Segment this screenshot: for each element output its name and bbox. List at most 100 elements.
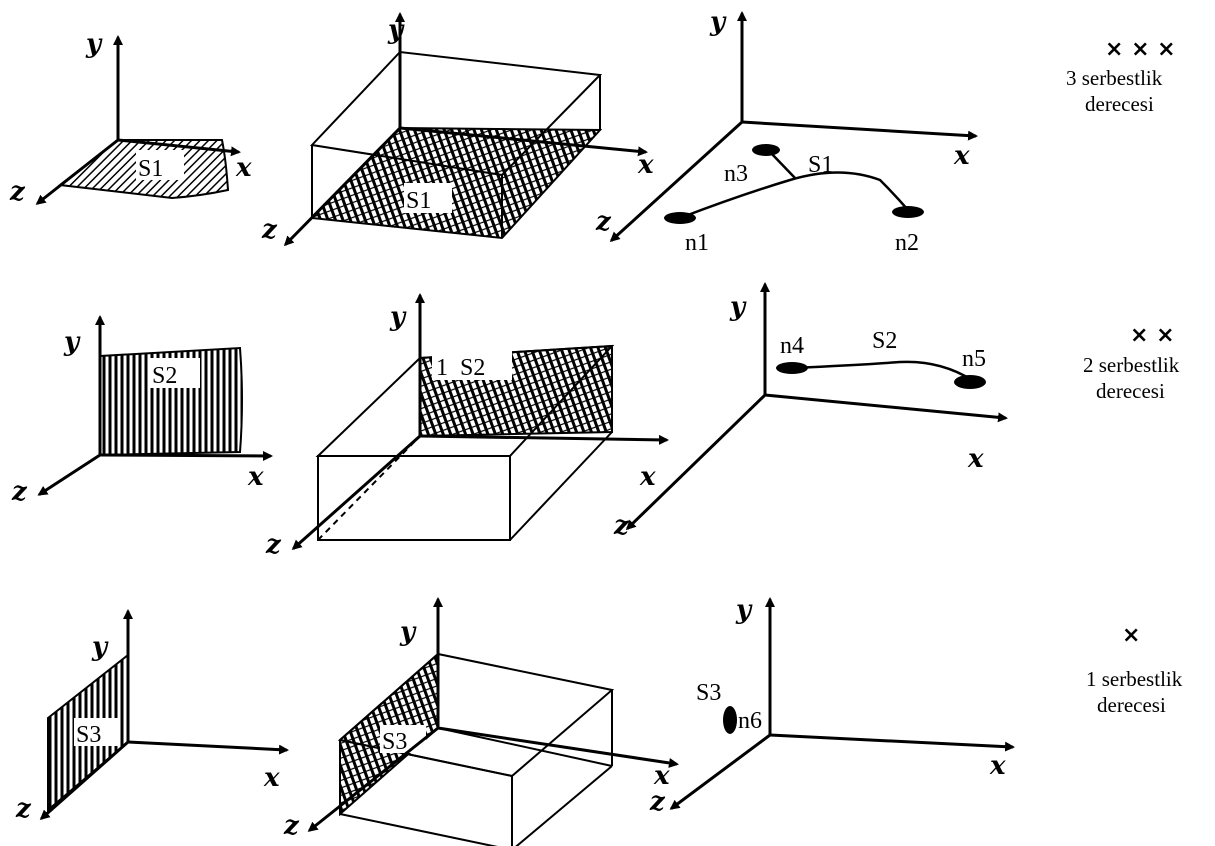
z-axis-label: z <box>649 787 666 817</box>
x-axis-label: x <box>247 462 264 492</box>
z-axis <box>625 393 767 531</box>
three-dof-caption-line1: 3 serbestlik <box>1066 66 1163 90</box>
y-axis-label: y <box>85 29 103 59</box>
x-axis <box>740 120 978 141</box>
box-front-face <box>317 455 511 541</box>
y-axis-label: y <box>387 15 405 45</box>
x-axis-label: x <box>263 763 280 793</box>
s3-box-label-bg <box>380 725 426 753</box>
z-axis <box>35 138 120 205</box>
row3-box-panel: S3 y x z <box>283 597 679 846</box>
x-axis-label: x <box>953 141 970 171</box>
y-axis-label: y <box>709 7 727 37</box>
row1-nodes-panel: y x z n1 n2 n3 S1 <box>595 7 978 256</box>
s2-label-bg <box>150 358 200 388</box>
z-axis <box>609 120 744 243</box>
z-axis-label: z <box>11 477 28 507</box>
s1-label: S1 <box>138 156 163 182</box>
z-axis-label: z <box>9 177 26 207</box>
z-axis <box>37 453 102 496</box>
s2-vertical-surface <box>99 346 243 457</box>
row1-plane-panel: S1 y x z <box>9 29 252 207</box>
x-axis-label: x <box>637 150 654 180</box>
row3-plane-panel: S3 y x z <box>15 609 289 824</box>
s1-box-label-bg <box>404 183 452 213</box>
s1-curve <box>679 171 909 220</box>
node-n5-label: n5 <box>962 346 986 372</box>
s2-box-label-bg <box>432 350 512 380</box>
row1-caption: × × × 3 serbestlik derecesi <box>1066 37 1176 116</box>
s2-curve <box>791 360 973 382</box>
x-axis-label: x <box>653 761 670 791</box>
y-axis-label: y <box>91 632 109 662</box>
three-dof-caption-line2: derecesi <box>1085 92 1154 116</box>
row2-plane-panel: S2 y x z <box>11 315 273 507</box>
s1-label-bg <box>136 150 184 180</box>
x-axis <box>98 450 273 461</box>
y-axis-label: y <box>63 327 81 357</box>
s2-curve-label: S2 <box>872 328 897 354</box>
node-n1-label: n1 <box>685 230 709 256</box>
box-front-face <box>339 739 513 846</box>
z-axis <box>39 740 130 820</box>
y-axis-label: y <box>735 595 753 625</box>
x-axis <box>768 733 1015 752</box>
row3-nodes-panel: y x z S3 n6 <box>649 595 1015 817</box>
one-dof-crosses: × <box>1122 623 1140 648</box>
x-axis-label: x <box>639 462 656 492</box>
s2-box-label: S2 <box>460 355 485 381</box>
x-axis-label: x <box>967 444 984 474</box>
x-axis <box>436 726 679 768</box>
node-n1 <box>664 212 696 224</box>
s3-node-surface-label: S3 <box>696 680 721 706</box>
one-dof-caption-line1: 1 serbestlik <box>1086 667 1183 691</box>
s3-label-bg <box>74 718 120 746</box>
x-axis <box>398 126 648 157</box>
x-axis-label: x <box>235 153 252 183</box>
three-dof-crosses: × × × <box>1105 37 1176 62</box>
x-axis <box>116 138 241 157</box>
z-axis <box>669 733 772 810</box>
z-axis-label: z <box>261 215 278 245</box>
s2-label: S2 <box>152 363 177 389</box>
s3-label: S3 <box>76 722 101 748</box>
s1-box-label: S1 <box>406 188 431 214</box>
node-n4 <box>776 362 808 374</box>
node-n2-label: n2 <box>895 230 919 256</box>
x-axis <box>763 393 1008 423</box>
node-n3 <box>752 144 780 156</box>
y-axis-label: y <box>399 617 417 647</box>
z-axis <box>307 726 440 832</box>
s3-box-label: S3 <box>382 729 407 755</box>
node-n6 <box>723 706 737 734</box>
row2-box-panel: 1 S2 y x z <box>265 293 669 560</box>
one-dof-caption-line2: derecesi <box>1097 693 1166 717</box>
z-axis-label: z <box>15 794 32 824</box>
x-axis <box>126 740 289 755</box>
node-n4-label: n4 <box>780 333 804 359</box>
s2-box-prefix: 1 <box>436 355 448 381</box>
node-n6-label: n6 <box>738 708 762 734</box>
z-axis <box>291 434 422 550</box>
z-axis-label: z <box>613 511 630 541</box>
two-dof-caption-line1: 2 serbestlik <box>1083 353 1180 377</box>
y-axis-label: y <box>729 292 747 322</box>
s1-curve-label: S1 <box>808 152 833 178</box>
node-n2 <box>892 206 924 218</box>
two-dof-crosses: × × <box>1130 323 1175 348</box>
x-axis <box>418 434 669 445</box>
z-axis <box>283 126 402 247</box>
row1-box-panel: S1 y x z <box>261 12 654 247</box>
two-dof-caption-line2: derecesi <box>1096 379 1165 403</box>
z-axis-label: z <box>283 811 300 841</box>
z-axis-label: z <box>595 207 612 237</box>
node-n5 <box>954 375 986 389</box>
node-n3-label: n3 <box>724 161 748 187</box>
row3-caption: × 1 serbestlik derecesi <box>1086 623 1183 717</box>
row2-caption: × × 2 serbestlik derecesi <box>1083 323 1180 403</box>
row2-nodes-panel: y x z n4 n5 S2 <box>613 282 1008 541</box>
x-axis-label: x <box>989 751 1006 781</box>
z-axis-label: z <box>265 530 282 560</box>
y-axis-label: y <box>389 302 407 332</box>
